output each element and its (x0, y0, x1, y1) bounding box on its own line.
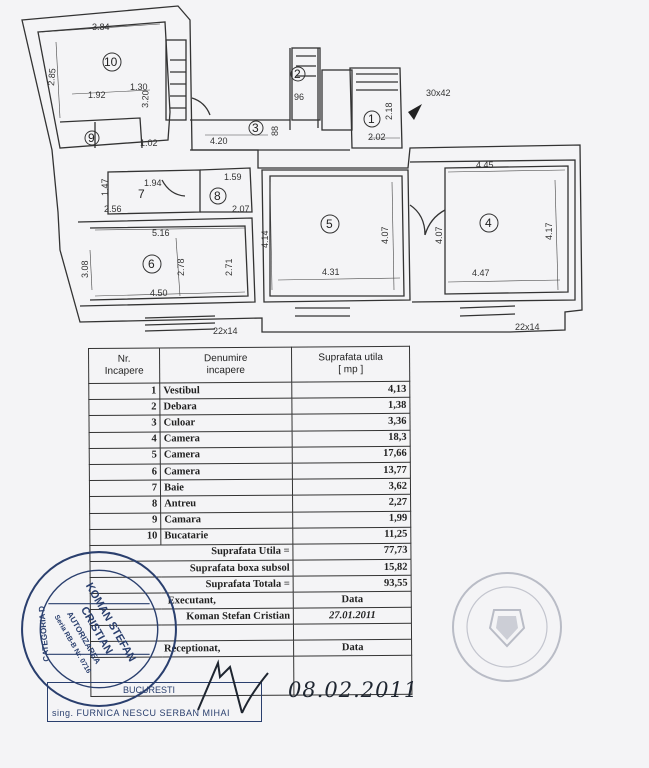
room-name: Baie (160, 479, 293, 497)
room-name: Camara (160, 511, 293, 529)
dim-label: 2.71 (224, 258, 234, 276)
room-area: 17,66 (292, 446, 411, 464)
room-area: 18,3 (292, 429, 411, 447)
room-nr: 7 (89, 480, 161, 497)
room-nr: 3 (88, 415, 161, 433)
round-stamp-right (452, 572, 562, 682)
executant-label: Executant, (90, 592, 294, 610)
room-nr: 2 (88, 399, 161, 416)
date-label-2: Data (293, 639, 412, 657)
floor-plan: 10 9 8 7 6 5 4 3 2 1 3.84 2.85 1.92 1.30… (21, 5, 583, 336)
stamp-sign-name: sing. FURNICA NESCU SERBAN MIHAI (52, 708, 231, 718)
room-area: 11,25 (292, 526, 411, 544)
dim-label: 4.47 (472, 268, 490, 278)
stamp-line: Seria RB-B Nr. 0716 (53, 614, 93, 675)
room-name: Culoar (160, 414, 293, 432)
room-number: 10 (104, 55, 118, 69)
room-number: 6 (148, 257, 155, 271)
dim-label: 4.45 (476, 160, 494, 170)
dim-label: 2.07 (232, 204, 250, 214)
dim-label: 4.17 (544, 222, 554, 240)
room-nr: 1 (88, 382, 160, 400)
room-number: 3 (252, 121, 259, 135)
room-name: Camera (160, 463, 293, 481)
executant-date: 27.01.2011 (293, 607, 412, 625)
total-value: 77,73 (293, 543, 411, 561)
rectangular-stamp: BUCURESTI sing. FURNICA NESCU SERBAN MIH… (47, 682, 262, 722)
dim-label: 4.07 (434, 226, 444, 244)
date-label: Data (293, 591, 412, 609)
dim-label: 1.94 (144, 178, 162, 188)
handwritten-date: 08.02.2011 (288, 678, 419, 702)
header-nr: Nr. Incapere (88, 348, 160, 384)
room-number: 9 (88, 131, 95, 145)
room-nr: 5 (89, 447, 161, 465)
dim-label: 5.16 (152, 228, 170, 238)
dim-label: 30x42 (426, 88, 451, 98)
blank-cell (90, 624, 294, 642)
dim-label: 2.78 (176, 258, 186, 276)
dim-label: 88 (270, 126, 280, 136)
room-area-table: Nr. Incapere Denumire incapere Suprafata… (88, 346, 412, 698)
blank-cell (293, 623, 412, 641)
room-number: 4 (485, 216, 492, 230)
dim-label: 3.20 (140, 90, 151, 108)
room-area: 3,36 (292, 413, 411, 431)
room-area: 3,62 (292, 478, 411, 496)
room-area: 4,13 (291, 381, 410, 399)
total-value: 93,55 (293, 575, 412, 593)
dim-label: 22x14 (515, 322, 540, 332)
room-name: Camera (160, 446, 293, 464)
dim-label: 4.20 (210, 136, 228, 146)
room-nr: 8 (89, 496, 161, 513)
stamp-city: BUCURESTI (123, 685, 176, 695)
direction-arrow-icon (408, 104, 422, 120)
header-name: Denumire incapere (159, 347, 292, 383)
dim-label: 4.50 (150, 288, 168, 298)
room-nr: 9 (89, 512, 161, 530)
room-name: Camera (160, 430, 293, 448)
room-number: 1 (368, 112, 375, 126)
dim-label: 3.84 (92, 22, 110, 32)
room-area: 2,27 (292, 494, 411, 512)
room-number: 2 (294, 67, 301, 81)
dim-label: 1.02 (140, 138, 158, 148)
signature-scribble (197, 659, 269, 714)
dim-label: 96 (294, 92, 304, 102)
dim-label: 4.07 (380, 226, 390, 244)
room-area: 1,99 (292, 510, 411, 528)
room-name: Vestibul (159, 382, 292, 400)
room-name: Antreu (160, 495, 293, 513)
dim-label: 1.59 (224, 172, 242, 182)
room-area: 13,77 (292, 462, 411, 480)
room-number: 7 (138, 187, 145, 201)
executant-name: Koman Stefan Cristian (90, 608, 294, 626)
dim-label: 4.31 (322, 267, 340, 277)
room-nr: 10 (89, 528, 161, 546)
inner-wall (37, 21, 171, 149)
dim-label: 22x14 (213, 326, 238, 336)
stamp-line: CATEGORIA D (37, 605, 51, 661)
dim-label: 1.92 (88, 90, 106, 100)
dim-label: 2.85 (46, 68, 57, 86)
total-label: Suprafata Utila = (89, 543, 294, 562)
room-number: 5 (326, 217, 333, 231)
room-name: Bucatarie (160, 527, 294, 545)
header-area: Suprafata utila [ mp ] (291, 346, 410, 383)
dim-label: 4.14 (260, 230, 270, 248)
dim-label: 1.30 (130, 82, 148, 92)
room-nr: 6 (89, 463, 161, 481)
room-nr: 4 (89, 431, 161, 449)
room-name: Debara (159, 398, 293, 416)
room-area: 1,38 (291, 397, 410, 415)
dim-label: 2.18 (384, 102, 394, 120)
dim-label: 2.56 (104, 204, 122, 214)
total-value: 15,82 (293, 559, 412, 577)
dim-label: 3.08 (80, 260, 90, 278)
room-number: 8 (214, 189, 221, 203)
dim-label: 1.47 (100, 178, 110, 196)
total-label: Suprafata Totala = (90, 576, 294, 594)
total-label: Suprafata boxa subsol (89, 560, 294, 578)
dim-label: 2.02 (368, 132, 386, 142)
